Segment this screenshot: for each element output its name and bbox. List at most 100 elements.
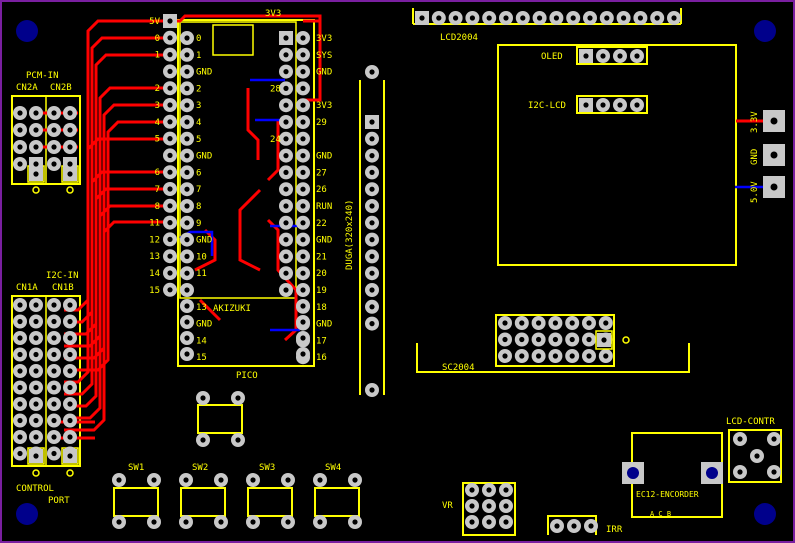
lcd2004-label: LCD2004 <box>440 33 478 43</box>
pin1-dot <box>622 336 630 344</box>
pico-right-inner-pad <box>279 47 293 62</box>
pico-right-pin-label: 3V3 <box>316 34 332 44</box>
sc2004-header-outline <box>495 314 615 367</box>
cn1a-pad <box>13 331 27 345</box>
pico-right-pad <box>296 98 310 113</box>
cn1a-pad <box>29 364 43 378</box>
pico-left-pin-label: 11 <box>149 219 160 229</box>
pico-lower-pad <box>296 347 310 361</box>
i2c-lcd-pad <box>613 98 627 112</box>
lcd-contr-outline <box>728 429 782 483</box>
cn1b-pad <box>47 430 61 444</box>
pico-right-pin-label: GND <box>316 68 332 78</box>
pico-right-pin-label: 19 <box>316 286 327 296</box>
switch-outline <box>197 404 243 434</box>
lcd2004-pad <box>448 11 463 25</box>
pico-inner-left-pad <box>180 232 194 247</box>
pico-inner-pin-label: 1 <box>196 51 201 61</box>
pico-left-pin-label: 14 <box>149 269 160 279</box>
pico-inner-pin-label: GND <box>196 152 212 162</box>
sc2004-pad <box>565 316 580 330</box>
port-label: PORT <box>48 496 70 506</box>
pin1-dot <box>66 186 74 194</box>
pico-left-pad <box>163 282 177 297</box>
cn1b-pad <box>47 314 61 329</box>
usb-outline <box>212 24 254 56</box>
cn1a-pad <box>13 347 27 362</box>
sc2004-pad <box>531 316 546 330</box>
pico-inner-pin-label: 15 <box>196 353 207 363</box>
pin1-dot <box>66 469 74 477</box>
sw4-outline <box>314 487 360 517</box>
vr-pad <box>482 515 496 529</box>
dv-pad <box>365 65 379 79</box>
lcd-contr-pad <box>767 465 781 479</box>
pico-right-inner-pad <box>279 115 293 129</box>
pico-left-pad <box>163 64 177 79</box>
pin1-dot <box>32 186 40 194</box>
pico-left-pin-label: 0 <box>155 34 160 44</box>
power-trace <box>303 19 322 70</box>
sw3-pad <box>246 515 260 529</box>
switch-pad <box>196 391 210 405</box>
encoder-mount-pad <box>701 462 723 484</box>
pico-lower-pad <box>180 347 194 361</box>
pico-right-inner-pad <box>279 98 293 113</box>
pico-left-pad <box>163 14 177 28</box>
i2c-lcd-pad <box>596 98 610 112</box>
sw4-label: SW4 <box>325 463 341 473</box>
pico-right-pad <box>296 215 310 230</box>
cn1b-pad <box>47 298 61 312</box>
sc2004-pad <box>548 316 563 330</box>
pico-left-pad <box>163 266 177 280</box>
pico-cross-trace <box>194 228 222 322</box>
dv-pad <box>365 249 379 264</box>
dv-pad <box>365 199 379 213</box>
vr-pad <box>465 515 479 529</box>
switch-pad <box>196 433 210 447</box>
lcd-contr-label: LCD-CONTR <box>726 417 775 427</box>
pico-right-pad <box>296 199 310 213</box>
pico-left-pad <box>163 215 177 230</box>
pico-right-inner-pad <box>279 232 293 247</box>
pico-inner-pin-label: 8 <box>196 202 201 212</box>
mount-hole <box>754 20 776 42</box>
cn2a-label: CN2A <box>16 83 38 93</box>
sw2-pad <box>179 473 193 487</box>
cn1a-pad <box>13 298 27 312</box>
pico-left-pin-label: 2 <box>155 84 160 94</box>
dv-pad <box>365 131 379 146</box>
pico-right-pin-label: 16 <box>316 353 327 363</box>
cn1b-pad <box>47 364 61 378</box>
i2c-lcd-label: I2C-LCD <box>528 101 566 111</box>
lcd2004-pad <box>515 11 530 25</box>
pico-right-inner-pad <box>279 283 293 297</box>
sw2-pad <box>214 473 228 487</box>
pico-inner-right-pin-label: 28 <box>270 84 281 94</box>
pico-inner-left-pad <box>180 283 194 297</box>
cn2a-pad <box>29 140 43 154</box>
pico-left-pad <box>163 30 177 45</box>
irr-pad <box>550 519 564 533</box>
vr-pad <box>499 499 513 513</box>
pads-layer <box>13 11 785 533</box>
lcd2004-pad <box>431 11 446 25</box>
pico-left-pad <box>163 198 177 213</box>
pico-right-pin-label: 3V3 <box>316 101 332 111</box>
cn2b-pad <box>63 167 77 181</box>
cn1b-pad <box>63 298 77 312</box>
pico-right-pad <box>296 47 310 62</box>
pico-right-pad <box>296 249 310 264</box>
lcd2004-pad <box>465 11 480 25</box>
pico-left-pin-label: 8 <box>155 202 160 212</box>
pico-inner-left-pad <box>180 81 194 96</box>
pico-left-pin-label: 3 <box>155 101 160 111</box>
pico-outline <box>177 19 315 367</box>
pico-inner-pin-label: 14 <box>196 336 207 346</box>
sw2-label: SW2 <box>192 463 208 473</box>
sc2004-pad <box>548 332 563 347</box>
pico-inner-left-pad <box>180 165 194 180</box>
bus-trace <box>64 204 170 420</box>
pico-left-pad <box>163 182 177 196</box>
power-33-label: 3.3V <box>750 111 760 133</box>
